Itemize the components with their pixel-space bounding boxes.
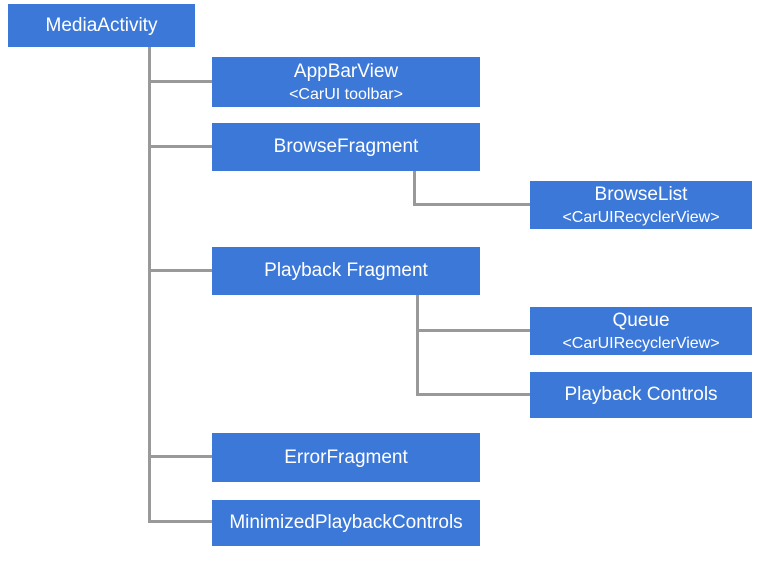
node-media-activity: MediaActivity — [8, 4, 195, 47]
node-sublabel: <CarUI toolbar> — [289, 85, 403, 103]
connector-branch-browsefragment — [148, 145, 212, 148]
connector-queue-horizontal — [416, 329, 530, 332]
connector-playbackcontrols-horizontal — [416, 393, 530, 396]
connector-trunk — [148, 47, 151, 523]
node-label: AppBarView — [293, 60, 399, 82]
connector-branch-errorfragment — [148, 455, 212, 458]
connector-branch-playbackfragment — [148, 269, 212, 272]
node-label: BrowseList — [594, 183, 688, 205]
connector-branch-appbarview — [148, 80, 212, 83]
node-sublabel: <CarUIRecyclerView> — [562, 208, 720, 226]
node-label: Queue — [612, 309, 670, 331]
node-error-fragment: ErrorFragment — [212, 433, 480, 482]
connector-branch-minimizedplayback — [148, 520, 212, 523]
node-app-bar-view: AppBarView <CarUI toolbar> — [212, 57, 480, 107]
node-label: Playback Fragment — [264, 260, 428, 281]
connector-browselist-horizontal — [413, 203, 530, 206]
node-label: BrowseFragment — [273, 136, 419, 157]
node-minimized-playback-controls: MinimizedPlaybackControls — [212, 500, 480, 546]
connector-playbackchildren-vertical — [416, 295, 419, 396]
node-playback-fragment: Playback Fragment — [212, 247, 480, 295]
node-browse-list: BrowseList <CarUIRecyclerView> — [530, 181, 752, 229]
connector-browselist-vertical — [413, 171, 416, 206]
node-sublabel: <CarUIRecyclerView> — [562, 334, 720, 352]
node-playback-controls: Playback Controls — [530, 372, 752, 418]
node-browse-fragment: BrowseFragment — [212, 123, 480, 171]
node-label: Playback Controls — [564, 384, 718, 405]
node-label: MinimizedPlaybackControls — [229, 512, 463, 533]
node-label: ErrorFragment — [284, 446, 408, 468]
node-queue: Queue <CarUIRecyclerView> — [530, 307, 752, 355]
node-label: MediaActivity — [45, 14, 158, 36]
